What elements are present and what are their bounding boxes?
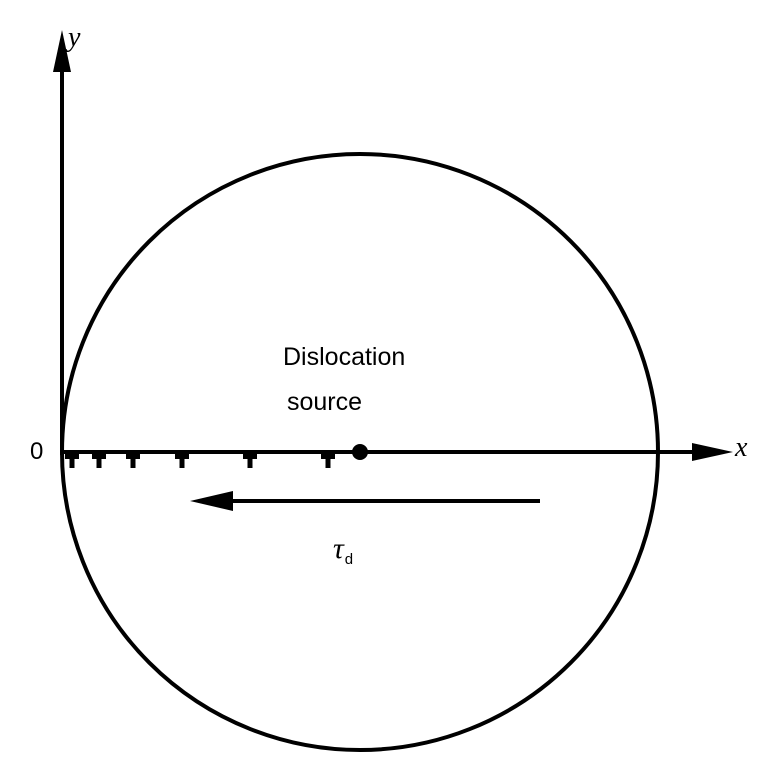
stress-arrow-head <box>190 491 233 511</box>
dislocation-symbol <box>92 454 106 468</box>
dislocation-symbol <box>65 454 79 468</box>
shear-stress-label: τd <box>333 532 353 568</box>
y-axis-label: y <box>68 22 81 53</box>
dislocation-symbol <box>321 454 335 468</box>
x-axis-label: x <box>735 432 748 463</box>
dislocation-symbol <box>175 454 189 468</box>
dislocation-symbol <box>126 454 140 468</box>
dislocation-symbol <box>243 454 257 468</box>
shear-stress-subscript: d <box>344 551 354 568</box>
y-axis-arrowhead <box>53 30 71 72</box>
source-label-line1: Dislocation <box>283 343 406 371</box>
source-label-line2: source <box>287 388 363 416</box>
dislocation-source-dot <box>352 444 368 460</box>
dislocation-pileup <box>65 454 335 468</box>
x-axis-arrowhead <box>692 443 733 461</box>
origin-label: 0 <box>30 438 44 465</box>
shear-stress-symbol: τ <box>333 532 344 565</box>
